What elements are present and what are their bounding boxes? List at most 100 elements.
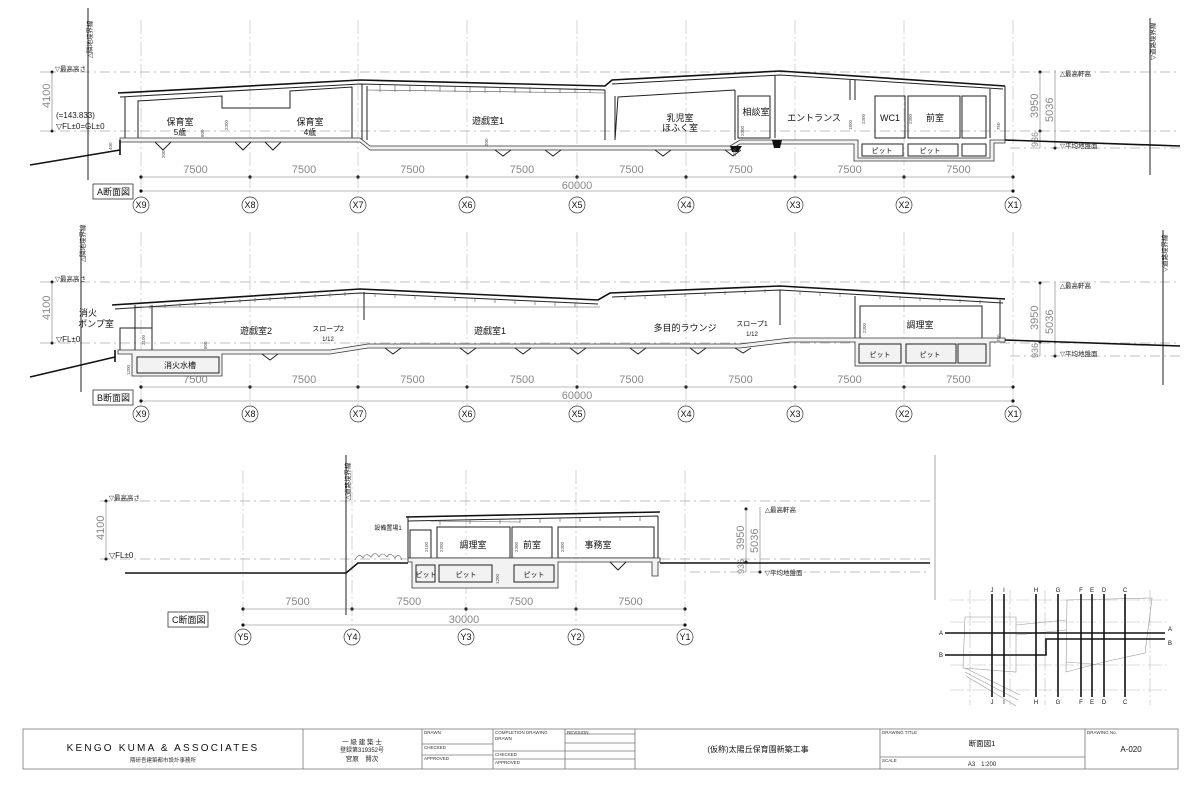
section-line-b: [945, 638, 1165, 656]
grid-axis-marker[interactable]: [568, 405, 586, 423]
span-dimension: 7500: [292, 374, 316, 386]
checked-label: CHECKED: [424, 745, 447, 750]
dim-label: 2300: [862, 322, 867, 333]
grid-axis-marker[interactable]: [349, 196, 367, 214]
grid-axis-marker[interactable]: [458, 196, 476, 214]
section-c: △道路境界線 ▽最高高さ 4100 ▽FL±0 △最高軒高 ▽平均地盤面 395…: [95, 455, 936, 628]
grid-axis-marker[interactable]: [786, 405, 804, 423]
key-label: G: [1056, 588, 1061, 594]
span-dimension: 7500: [510, 374, 534, 386]
completion-drawn-label: DRAWN: [495, 736, 512, 741]
grid-axis-marker[interactable]: [567, 628, 585, 646]
avg-ground-label: ▽平均地盤面: [765, 568, 803, 577]
drawing-number: A-020: [1120, 745, 1142, 754]
fl-label: ▽FL±0: [109, 551, 134, 560]
key-label: H: [1034, 588, 1038, 594]
grid-axis-label: X2: [898, 200, 909, 210]
roof: [405, 511, 661, 518]
dimension-tick: [1011, 399, 1015, 403]
room-label: エントランス: [787, 113, 841, 123]
title-block: KENGO KUMA & ASSOCIATES 隈研吾建築都市設計事務所 一 級…: [22, 728, 1179, 770]
dimension-tick: [139, 189, 143, 193]
grid-axis-label: X3: [789, 409, 800, 419]
grid-axis-marker[interactable]: [895, 196, 913, 214]
span-dimension: 7500: [728, 164, 752, 176]
room-label: 1/12: [322, 337, 334, 343]
key-label: D: [1102, 588, 1107, 594]
room-label: 消火水槽: [164, 360, 196, 370]
span-dimension: 7500: [946, 374, 970, 386]
key-label: C: [1123, 700, 1128, 706]
roof: [111, 285, 1006, 306]
grid-axis-label: X8: [244, 409, 255, 419]
span-dimension: 7500: [183, 374, 207, 386]
grid-axis-marker[interactable]: [677, 405, 695, 423]
key-label: F: [1079, 588, 1083, 594]
grid-axis-marker[interactable]: [1004, 405, 1022, 423]
room-label: ピット: [920, 351, 941, 359]
grid-axis-marker[interactable]: [677, 196, 695, 214]
dim-label: 2300: [224, 119, 229, 130]
span-dimension: 7500: [510, 164, 534, 176]
grid-axis-marker[interactable]: [132, 405, 150, 423]
key-label: E: [1090, 588, 1094, 594]
max-height-label: ▽最高高さ: [109, 493, 140, 502]
total-dimension: 60000: [562, 180, 593, 192]
dim-label: 2100: [424, 541, 429, 552]
grid-axis-marker[interactable]: [676, 628, 694, 646]
room-label: 多目的ラウンジ: [653, 322, 716, 333]
room-label: ピット: [524, 571, 545, 579]
grid-axis-label: X9: [135, 409, 146, 419]
boundary-label: ▽道路境界線: [1160, 234, 1169, 272]
grid-axis-marker[interactable]: [132, 196, 150, 214]
grid-axis-label: X2: [898, 409, 909, 419]
span-dimension: 7500: [292, 164, 316, 176]
fl-label: ▽FL±0: [56, 335, 81, 344]
floor-slab: [119, 137, 1006, 162]
grid-axis-marker[interactable]: [895, 405, 913, 423]
grid-axis-marker[interactable]: [241, 196, 259, 214]
grid-axis-marker[interactable]: [786, 196, 804, 214]
room-label: ピット: [872, 147, 893, 155]
height-dim: 4100: [41, 296, 53, 320]
room-label: スロープ1: [736, 320, 768, 328]
dim-label: 2300: [514, 541, 519, 552]
dim-label: 2300: [908, 113, 913, 124]
pump-room: [119, 327, 153, 353]
dim-label: 1200: [495, 573, 500, 584]
span-dimension: 7500: [183, 164, 207, 176]
boundary-label: △道路境界線: [343, 462, 352, 500]
drawing-no-label: DRAWING No.: [1087, 730, 1117, 735]
boundary-label: △隣地境界線: [78, 224, 87, 262]
room-label: 前室: [926, 112, 944, 123]
total-dimension: 60000: [562, 390, 593, 402]
firm-name: KENGO KUMA & ASSOCIATES: [67, 743, 260, 754]
grid-axis-label: Y4: [346, 632, 357, 642]
grid-axis-marker[interactable]: [234, 628, 252, 646]
grid-axis-marker[interactable]: [349, 405, 367, 423]
grid-axis-marker[interactable]: [241, 405, 259, 423]
roof: [117, 70, 1006, 94]
grid-axis-marker[interactable]: [457, 628, 475, 646]
room-label: 5歳: [174, 127, 186, 137]
grid-axis-marker[interactable]: [458, 405, 476, 423]
section-title: A断面図: [97, 186, 130, 197]
room-label: 相談室: [742, 106, 769, 117]
grid-axis-marker[interactable]: [1004, 196, 1022, 214]
grid-axis-label: X4: [680, 409, 691, 419]
grid-axis-marker[interactable]: [568, 196, 586, 214]
elevation-label: (=143.833): [56, 111, 95, 120]
grid-axis-label: Y1: [679, 632, 690, 642]
room-label: ピット: [416, 571, 437, 579]
floor-slab: [117, 337, 1006, 377]
dim-label: 800: [200, 129, 205, 137]
span-dimension: 7500: [400, 164, 424, 176]
fire-water-tank: [136, 356, 220, 374]
room-label: スロープ2: [312, 325, 344, 333]
grid-axis-marker[interactable]: [343, 628, 361, 646]
dim-label: 200: [484, 138, 489, 146]
grid-axis-label: X1: [1007, 409, 1018, 419]
approved-label: APPROVED: [424, 756, 450, 761]
room-label: 事務室: [584, 539, 611, 550]
wc-room: [874, 95, 906, 139]
